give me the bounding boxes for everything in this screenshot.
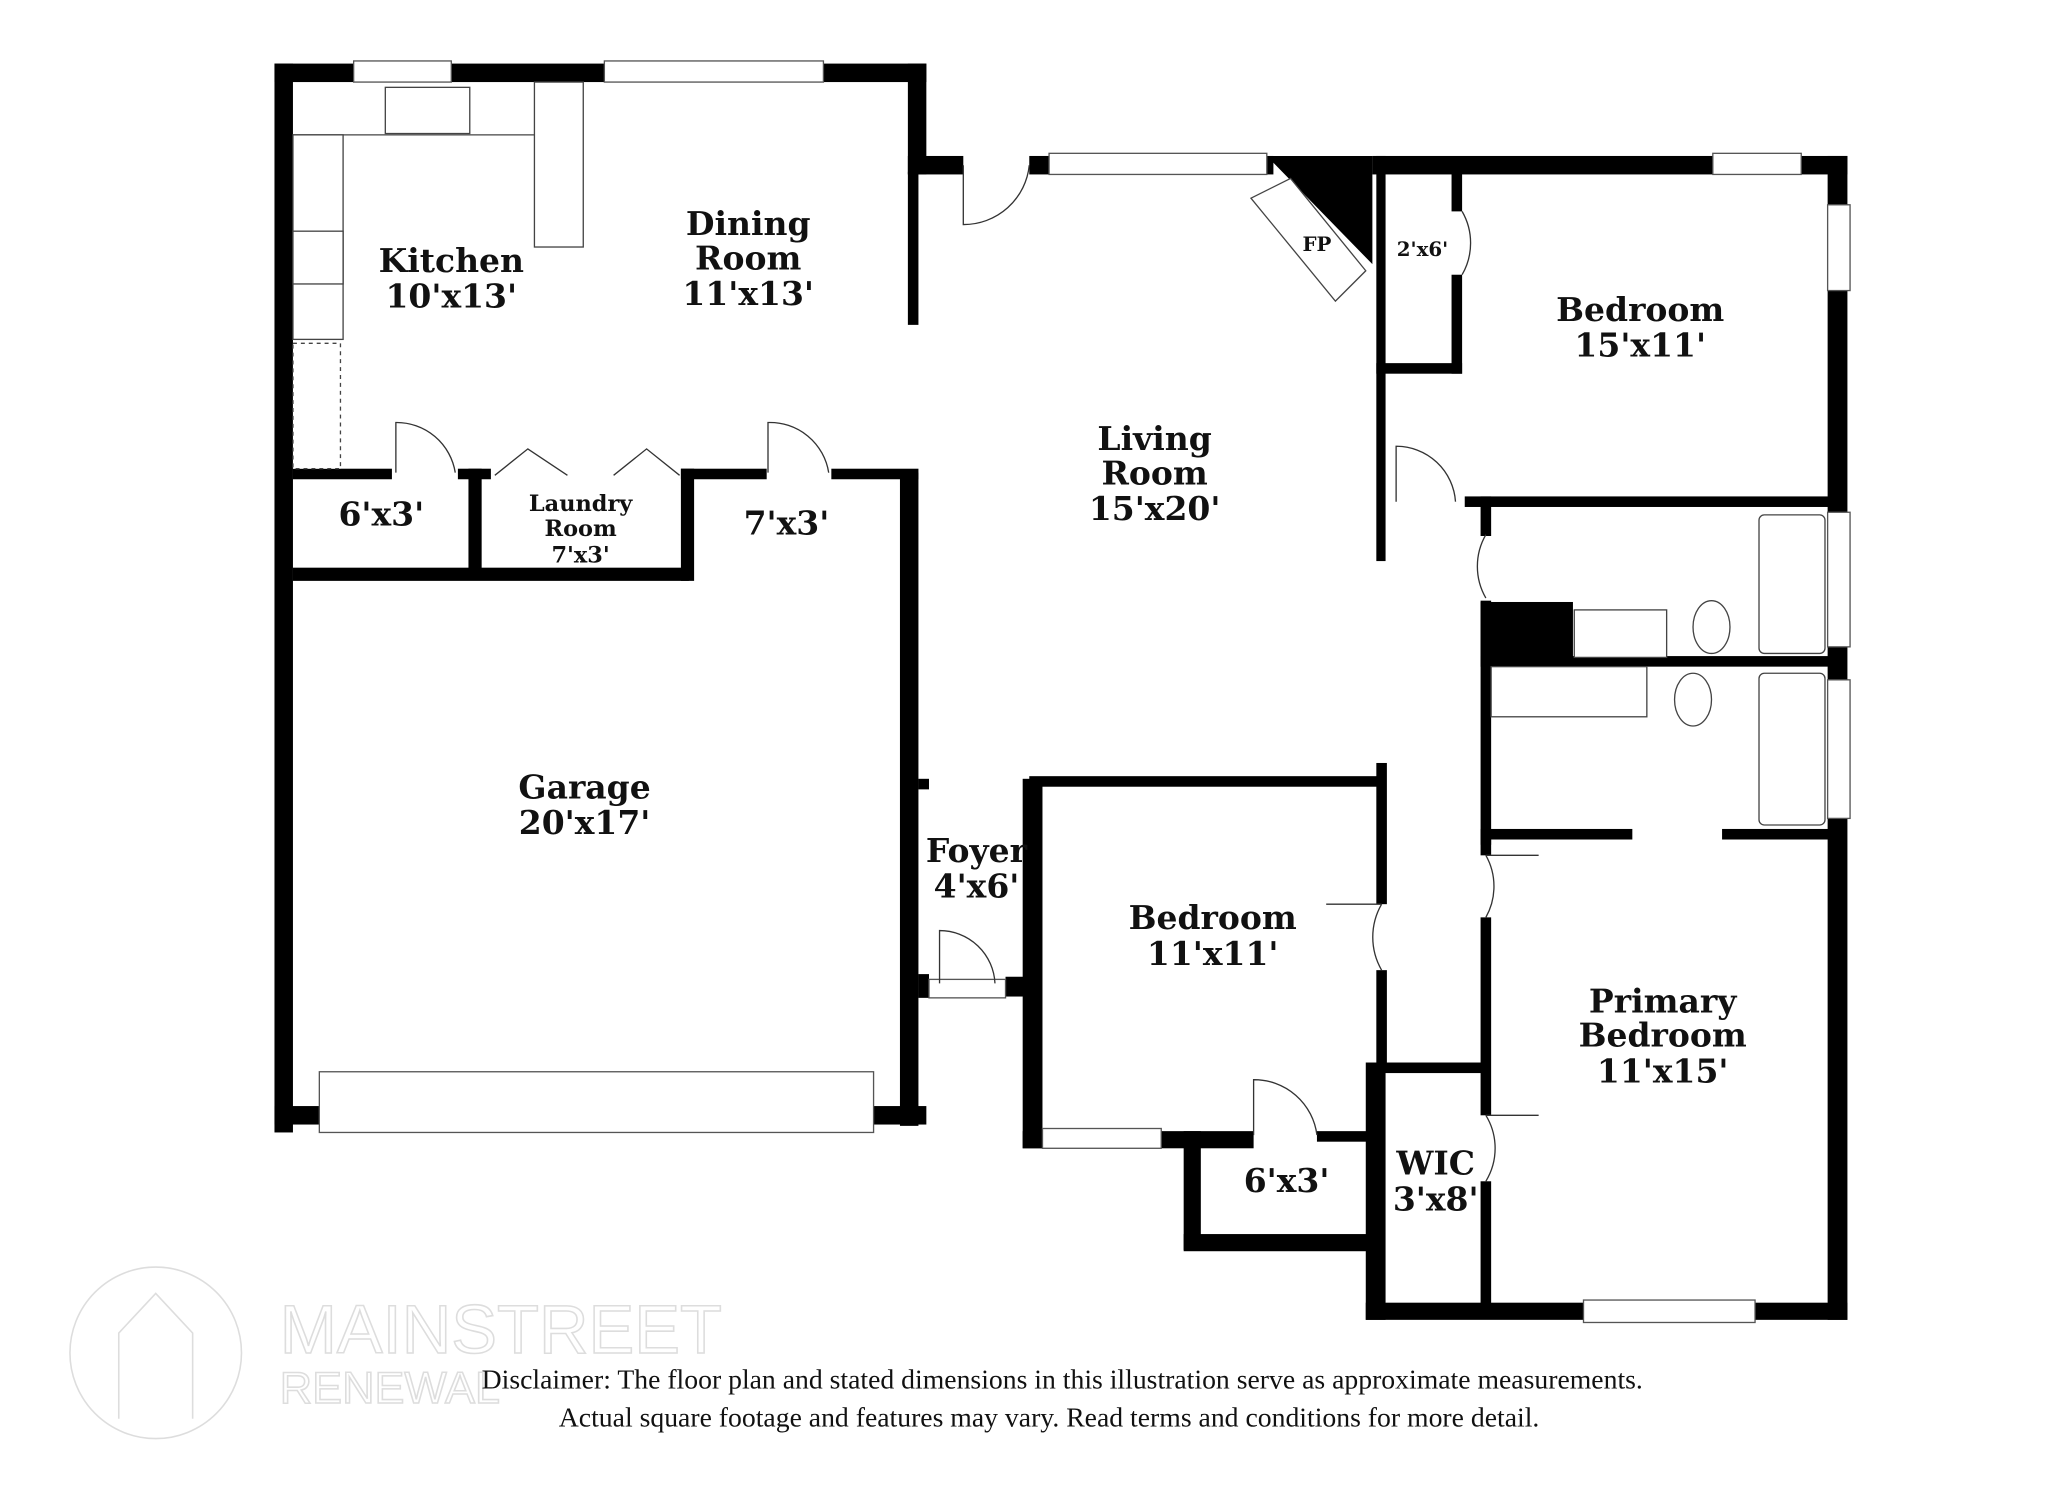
refrigerator-icon <box>292 342 342 470</box>
disclaimer-line-2: Actual square footage and features may v… <box>559 1402 1540 1433</box>
doors <box>395 165 1539 1182</box>
kitchen-label: Kitchen <box>379 241 524 280</box>
mainstreet-logo-watermark: MAINSTREET RENEWAL <box>69 1266 723 1440</box>
closet-2x6-size: 2'x6' <box>1397 237 1448 261</box>
fireplace-label: FP <box>1302 232 1331 256</box>
living-size: 15'x20' <box>1089 489 1221 528</box>
disclaimer-line-1: Disclaimer: The floor plan and stated di… <box>482 1363 1643 1394</box>
room-labels: Kitchen 10'x13' Dining Room 11'x13' Livi… <box>338 204 1746 1218</box>
toilet-icon <box>1692 600 1731 655</box>
bedroom-ne-label: Bedroom <box>1556 290 1724 329</box>
fixtures <box>292 81 1826 826</box>
bedroom-ne-size: 15'x11' <box>1574 326 1706 365</box>
sink-icon-2 <box>1490 665 1648 718</box>
laundry-label-2: Room <box>544 516 617 542</box>
laundry-label: Laundry <box>529 491 633 517</box>
windows <box>318 60 1851 1324</box>
garage-door <box>318 1071 875 1134</box>
bathtub-icon-2 <box>1758 672 1826 826</box>
toilet-icon-2 <box>1673 672 1713 727</box>
wic-size: 3'x8' <box>1393 1179 1479 1218</box>
living-label-2: Room <box>1102 454 1208 493</box>
wic-label: WIC <box>1395 1144 1475 1183</box>
sink-icon <box>1573 609 1668 659</box>
closet-6x3-size: 6'x3' <box>1244 1161 1330 1200</box>
primary-label: Primary <box>1589 981 1737 1020</box>
watermark-text: MAINSTREET <box>280 1291 722 1368</box>
dining-size: 11'x13' <box>682 274 814 313</box>
foyer-label: Foyer <box>926 831 1028 870</box>
garage-size: 20'x17' <box>519 803 651 842</box>
fireplace-icon <box>1249 177 1367 303</box>
laundry-size: 7'x3' <box>551 542 609 568</box>
kitchen-size: 10'x13' <box>385 277 517 316</box>
dining-label-2: Room <box>695 238 801 277</box>
bathtub-icon <box>1758 514 1826 655</box>
bedroom-s-label: Bedroom <box>1129 898 1297 937</box>
foyer-size: 4'x6' <box>934 867 1020 906</box>
stove-icon <box>292 230 344 285</box>
storage-size: 7'x3' <box>744 504 830 543</box>
bedroom-s-size: 11'x11' <box>1147 934 1279 973</box>
pantry-size: 6'x3' <box>338 494 424 533</box>
watermark-text-2: RENEWAL <box>280 1362 500 1413</box>
living-label: Living <box>1097 419 1211 458</box>
primary-label-2: Bedroom <box>1579 1016 1747 1055</box>
primary-size: 11'x15' <box>1597 1051 1729 1090</box>
dining-label: Dining <box>686 204 811 243</box>
garage-label: Garage <box>518 768 650 807</box>
